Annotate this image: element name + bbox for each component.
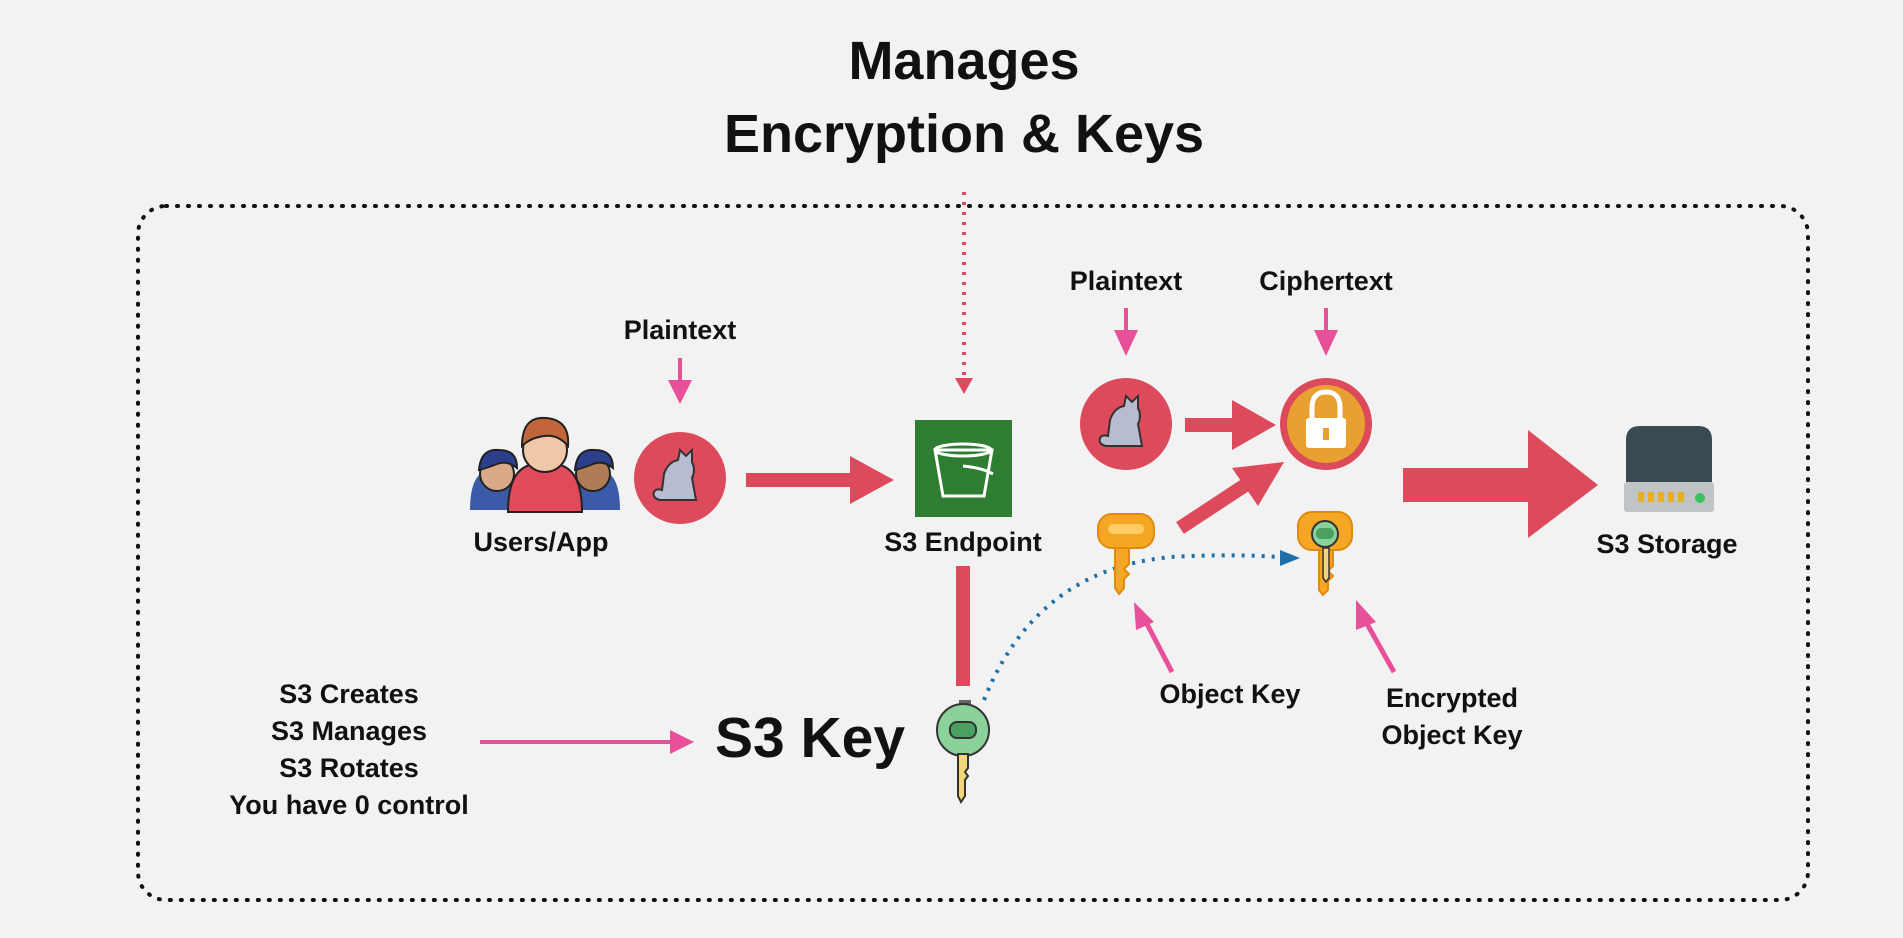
object-key-label: Object Key <box>1159 679 1301 709</box>
users-icon <box>470 416 620 513</box>
plaintext-to-cipher-arrow <box>1185 400 1276 450</box>
encrypted-object-key-label-1: Encrypted <box>1385 683 1519 713</box>
title-line-1: Manages <box>848 31 1080 91</box>
note-item: You have 0 control <box>229 790 469 820</box>
s3-bucket-icon <box>915 420 1012 517</box>
objectkey-pointer-arrow <box>1134 602 1175 674</box>
boundary-box <box>136 204 1810 902</box>
padlock-icon <box>1280 378 1372 470</box>
users-app-label: Users/App <box>473 527 609 557</box>
users-to-endpoint-arrow <box>746 456 894 504</box>
s3-storage-label: S3 Storage <box>1596 529 1738 559</box>
ciphertext-label: Ciphertext <box>1259 266 1393 296</box>
s3-endpoint-label: S3 Endpoint <box>884 527 1042 557</box>
encrypted-key-icon <box>1297 511 1353 597</box>
plaintext-right-label: Plaintext <box>1069 266 1183 296</box>
objectkey-to-lock-arrow <box>1176 462 1284 534</box>
title-line-2: Encryption & Keys <box>723 104 1205 164</box>
storage-drive-icon <box>1624 426 1714 512</box>
s3-key-label: S3 Key <box>714 706 906 770</box>
notes-to-s3key-arrow <box>480 730 694 754</box>
green-key-icon <box>936 700 990 804</box>
plaintext-left-label: Plaintext <box>623 315 737 345</box>
plaintext-right-arrow <box>1114 308 1138 356</box>
endpoint-to-s3key-line <box>956 566 970 686</box>
note-item: S3 Creates <box>279 679 419 709</box>
ciphertext-arrow <box>1314 308 1338 356</box>
title-to-endpoint-arrow <box>955 192 973 394</box>
note-item: S3 Rotates <box>279 753 419 783</box>
cat-icon <box>1080 378 1172 470</box>
encrypted-object-key-label-2: Object Key <box>1381 720 1523 750</box>
plaintext-left-arrow <box>668 358 692 404</box>
orange-key-icon <box>1097 513 1155 596</box>
s3-key-notes: S3 Creates S3 Manages S3 Rotates You hav… <box>229 676 469 824</box>
encryptedkey-pointer-arrow <box>1356 600 1397 674</box>
key-encryption-arrow <box>982 550 1300 701</box>
cat-icon <box>634 432 726 524</box>
cipher-to-storage-arrow <box>1403 430 1598 538</box>
note-item: S3 Manages <box>270 716 428 746</box>
